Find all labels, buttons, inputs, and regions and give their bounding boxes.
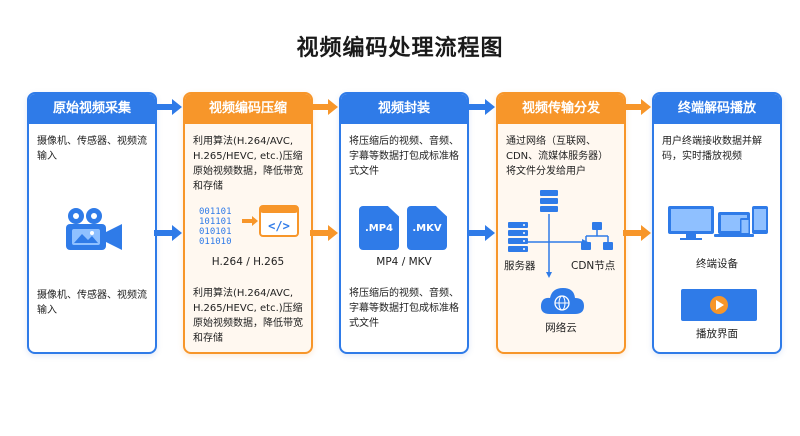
stage-encode-title: 视频编码压缩	[185, 94, 311, 124]
arrow-right-icon	[623, 99, 651, 115]
network-icon	[508, 190, 613, 278]
stage-playback-card: 终端解码播放 用户终端接收数据并解码，实时播放视频 终端设备 播放界面	[652, 92, 782, 354]
stage-capture-card: 原始视频采集 摄像机、传感器、视频流输入 摄像机、传感器、视频流输入	[27, 92, 157, 354]
arrow-right-icon	[154, 99, 182, 115]
server-label: 服务器	[504, 260, 536, 272]
stage-container-bottom-text: 将压缩后的视频、音频、字幕等数据打包成标准格式文件	[349, 288, 459, 329]
code-window-icon: </>	[259, 205, 299, 237]
stage-encode-top-text: 利用算法(H.264/AVC, H.265/HEVC, etc.)压缩原始视频数…	[193, 136, 303, 192]
stage-distribute-title: 视频传输分发	[498, 94, 624, 124]
stage-encode-card: 视频编码压缩 利用算法(H.264/AVC, H.265/HEVC, etc.)…	[183, 92, 313, 354]
mp4-file-icon: .MP4	[359, 206, 399, 250]
stage-playback-title: 终端解码播放	[654, 94, 780, 124]
arrow-right-icon	[467, 225, 495, 241]
page-title: 视频编码处理流程图	[296, 36, 504, 61]
cloud-icon	[540, 288, 584, 314]
stage-encode-bottom-text: 利用算法(H.264/AVC, H.265/HEVC, etc.)压缩原始视频数…	[193, 288, 303, 344]
container-label: MP4 / MKV	[376, 256, 432, 268]
cloud-label: 网络云	[545, 322, 577, 334]
player-screen-icon	[681, 289, 757, 321]
stage-container-title: 视频封装	[341, 94, 467, 124]
stage-playback-top-text: 用户终端接收数据并解码，实时播放视频	[662, 136, 762, 162]
stage-capture-bottom-text: 摄像机、传感器、视频流输入	[37, 290, 147, 316]
arrow-right-icon	[154, 225, 182, 241]
stage-distribute-card: 视频传输分发 通过网络（互联网、CDN、流媒体服务器）将文件分发给用户	[496, 92, 626, 354]
player-label: 播放界面	[696, 328, 738, 340]
svg-text:</>: </>	[268, 219, 290, 233]
devices-icon	[668, 206, 768, 240]
arrow-right-icon	[310, 225, 338, 241]
codec-label: H.264 / H.265	[211, 256, 285, 268]
stage-capture-title: 原始视频采集	[29, 94, 155, 124]
arrow-right-icon	[310, 99, 338, 115]
server-icon	[508, 222, 528, 252]
binary-data: 001101 101101 010101 011010	[199, 207, 232, 247]
arrow-right-icon	[467, 99, 495, 115]
devices-label: 终端设备	[696, 258, 738, 270]
stage-capture-top-text: 摄像机、传感器、视频流输入	[37, 136, 147, 162]
mkv-file-icon: .MKV	[407, 206, 447, 250]
stage-distribute-top-text: 通过网络（互联网、CDN、流媒体服务器）将文件分发给用户	[506, 136, 609, 177]
cdn-node-icon	[581, 222, 613, 250]
stage-container-card: 视频封装 将压缩后的视频、音频、字幕等数据打包成标准格式文件 .MP4 .MKV…	[339, 92, 469, 354]
arrow-right-icon	[623, 225, 651, 241]
video-camera-icon	[66, 208, 122, 250]
stage-container-top-text: 将压缩后的视频、音频、字幕等数据打包成标准格式文件	[349, 136, 459, 177]
cdn-label: CDN节点	[571, 260, 616, 272]
arrow-right-icon	[242, 216, 258, 226]
